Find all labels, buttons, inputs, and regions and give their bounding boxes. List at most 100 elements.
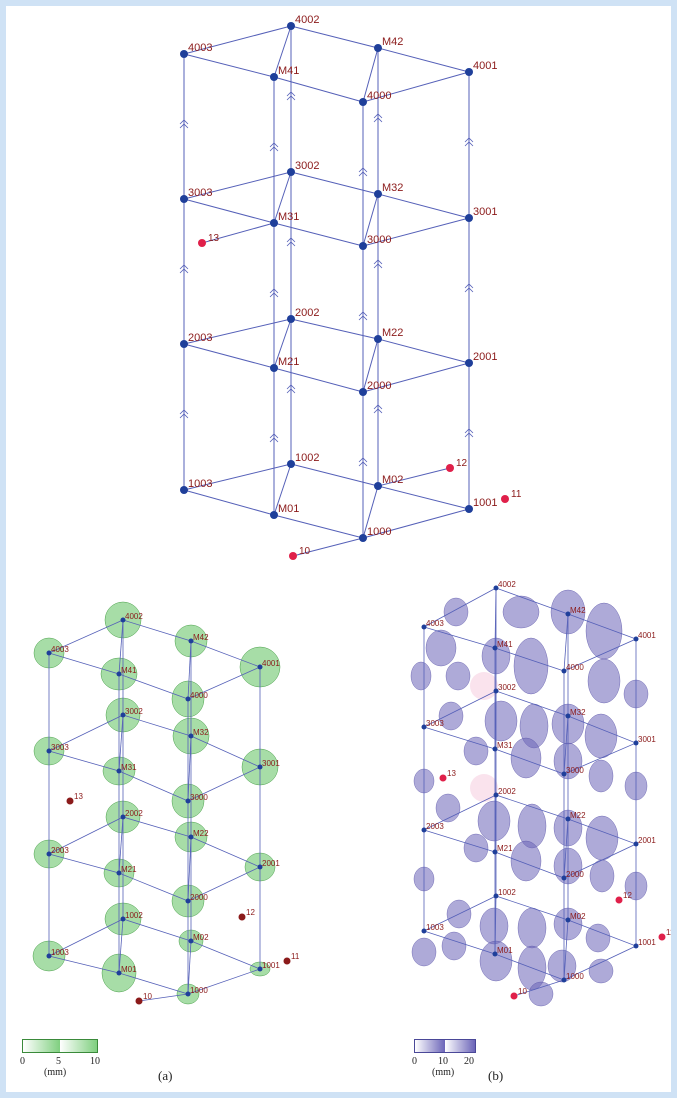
point-label: 4000 — [190, 691, 208, 700]
point-label: 2002 — [295, 307, 319, 319]
network-edge — [378, 486, 469, 509]
network-edge — [184, 344, 274, 368]
network-edge — [291, 172, 378, 194]
point-label: 2002 — [125, 809, 143, 818]
point-label: M02 — [570, 912, 586, 921]
point-label: M22 — [193, 829, 209, 838]
error-ellipse — [444, 598, 468, 626]
point-label: 3003 — [426, 719, 444, 728]
point-label: 1003 — [426, 923, 444, 932]
legend-a-tick-10: 10 — [90, 1056, 100, 1067]
point-label: 3003 — [51, 743, 69, 752]
point-label: M01 — [497, 946, 513, 955]
point-label: 4000 — [566, 663, 584, 672]
point-label: 1000 — [367, 526, 391, 538]
station-label: 10 — [143, 992, 152, 1001]
point-label: 4002 — [295, 14, 319, 26]
point-label: M31 — [278, 211, 299, 223]
point-label: 1000 — [566, 972, 584, 981]
station-label: 11 — [511, 489, 522, 500]
station-label: 12 — [246, 908, 255, 917]
point-label: 4003 — [51, 645, 69, 654]
point-label: M41 — [278, 65, 299, 77]
control-point — [374, 44, 382, 52]
station-point — [239, 914, 246, 921]
station-point — [289, 552, 297, 560]
error-ellipse — [464, 737, 488, 765]
point-label: M32 — [382, 182, 403, 194]
legend-b-colorbar — [414, 1039, 476, 1053]
legend-a-tick-0: 0 — [20, 1056, 25, 1067]
point-label: M22 — [570, 811, 586, 820]
control-point — [465, 214, 473, 222]
control-point — [359, 388, 367, 396]
station-label: 10 — [299, 546, 311, 557]
network-edge — [424, 727, 495, 749]
error-ellipse — [589, 760, 613, 792]
point-label: 4000 — [367, 90, 391, 102]
network-edge — [274, 223, 363, 246]
point-label: 1002 — [295, 452, 319, 464]
control-point — [465, 68, 473, 76]
control-point — [180, 486, 188, 494]
point-label: M21 — [497, 844, 513, 853]
error-ellipse — [446, 662, 470, 690]
point-label: 2001 — [473, 351, 497, 363]
point-label: 2000 — [566, 870, 584, 879]
point-label: 4001 — [638, 631, 656, 640]
error-ellipse — [503, 596, 539, 628]
network-edge — [184, 199, 274, 223]
control-point — [374, 335, 382, 343]
station-point — [616, 897, 623, 904]
error-ellipse — [511, 841, 541, 881]
point-label: 4003 — [426, 619, 444, 628]
legend-b-tick-20: 20 — [464, 1056, 474, 1067]
point-label: 4002 — [498, 580, 516, 589]
control-point — [359, 242, 367, 250]
control-point — [465, 505, 473, 513]
error-ellipse — [514, 638, 548, 694]
point-label: 2000 — [367, 380, 391, 392]
point-label: 2003 — [426, 822, 444, 831]
point-label: M22 — [382, 327, 403, 339]
error-ellipse — [412, 938, 436, 966]
point-label: 3000 — [190, 793, 208, 802]
point-label: 3001 — [638, 735, 656, 744]
error-ellipse — [588, 659, 620, 703]
station-point — [501, 495, 509, 503]
station-point — [136, 998, 143, 1005]
point-label: M02 — [193, 933, 209, 942]
network-edge — [291, 464, 378, 486]
network-edge — [378, 194, 469, 218]
point-label: 4003 — [188, 42, 212, 54]
legend-a-colorbar — [22, 1039, 98, 1053]
point-label: 2002 — [498, 787, 516, 796]
control-point — [287, 22, 295, 30]
error-ellipse — [464, 834, 488, 862]
point-label: M02 — [382, 474, 403, 486]
control-point — [270, 364, 278, 372]
legend-b-tick-10: 10 — [438, 1056, 448, 1067]
caption-b: (b) — [488, 1068, 503, 1084]
error-ellipse — [585, 714, 617, 758]
panel-b-error-ellipses: 4002M4240034001M4140003002M3230033001M31… — [336, 576, 671, 1096]
point-label: 1001 — [638, 938, 656, 947]
error-ellipse — [442, 932, 466, 960]
control-point — [359, 98, 367, 106]
point-label: 4002 — [125, 612, 143, 621]
error-ellipse — [529, 982, 553, 1006]
control-point — [374, 190, 382, 198]
point-label: 3000 — [367, 234, 391, 246]
point-label: M21 — [121, 865, 137, 874]
control-point — [180, 50, 188, 58]
station-label: 10 — [518, 987, 527, 996]
point-label: 2001 — [262, 859, 280, 868]
network-edge — [184, 490, 274, 515]
point-label: 3003 — [188, 187, 212, 199]
control-point — [180, 195, 188, 203]
point-label: 1001 — [473, 497, 497, 509]
control-point — [270, 511, 278, 519]
control-point — [180, 340, 188, 348]
station-label: 11 — [291, 952, 300, 961]
